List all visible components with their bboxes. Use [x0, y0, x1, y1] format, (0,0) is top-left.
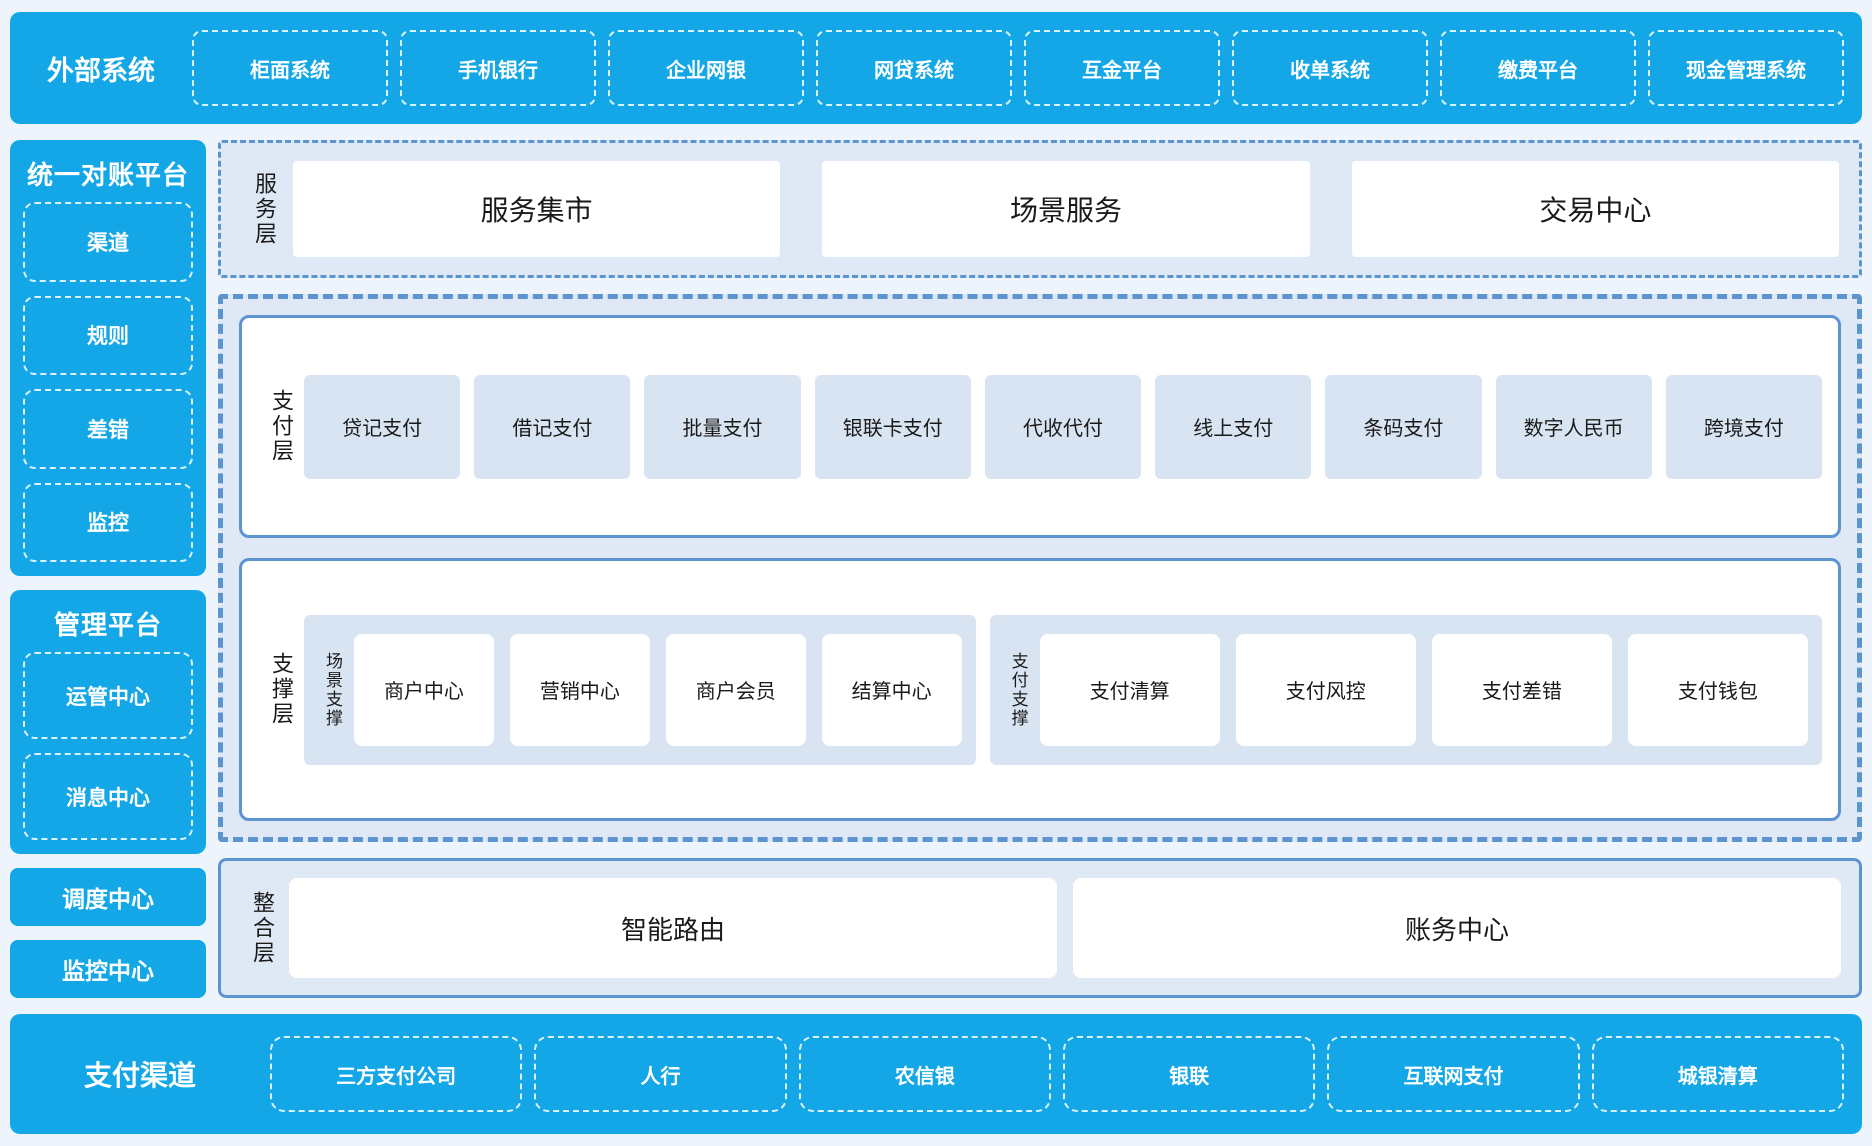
external-system-item: 柜面系统 — [192, 30, 388, 106]
management-platform-items: 运管中心 消息中心 — [23, 652, 193, 840]
payment-item: 批量支付 — [644, 375, 800, 479]
payment-layer-label: 支付层 — [258, 389, 294, 464]
payment-item: 代收代付 — [985, 375, 1141, 479]
external-system-item: 互金平台 — [1024, 30, 1220, 106]
management-platform-title: 管理平台 — [23, 594, 193, 652]
scene-support-item: 商户会员 — [666, 634, 806, 746]
payment-item: 贷记支付 — [304, 375, 460, 479]
payment-support-items: 支付清算 支付风控 支付差错 支付钱包 — [1040, 634, 1808, 746]
scene-support-items: 商户中心 营销中心 商户会员 结算中心 — [354, 634, 962, 746]
reconciliation-platform-title: 统一对账平台 — [23, 144, 193, 202]
payment-channel-item: 互联网支付 — [1327, 1036, 1579, 1112]
payment-channel-item: 人行 — [534, 1036, 786, 1112]
management-item: 运管中心 — [23, 652, 193, 739]
reconciliation-platform-box: 统一对账平台 渠道 规则 差错 监控 — [10, 140, 206, 576]
service-item: 交易中心 — [1352, 161, 1839, 257]
payment-support-item: 支付风控 — [1236, 634, 1416, 746]
payment-support-item: 支付钱包 — [1628, 634, 1808, 746]
reconciliation-item: 渠道 — [23, 202, 193, 282]
left-sidebar: 统一对账平台 渠道 规则 差错 监控 管理平台 运管中心 消息中心 调度中心 监… — [10, 140, 206, 998]
scene-support-group: 场景支撑 商户中心 营销中心 商户会员 结算中心 — [304, 615, 976, 765]
payment-item: 银联卡支付 — [815, 375, 971, 479]
external-system-item: 手机银行 — [400, 30, 596, 106]
external-system-item: 收单系统 — [1232, 30, 1428, 106]
reconciliation-item: 监控 — [23, 483, 193, 563]
external-system-item: 缴费平台 — [1440, 30, 1636, 106]
service-item: 场景服务 — [822, 161, 1309, 257]
monitor-center-box: 监控中心 — [10, 940, 206, 998]
payment-channels-items: 三方支付公司 人行 农信银 银联 互联网支付 城银清算 — [270, 1036, 1844, 1112]
payment-item: 跨境支付 — [1666, 375, 1822, 479]
support-layer-groups: 场景支撑 商户中心 营销中心 商户会员 结算中心 支付支撑 支付清算 支付风控 — [304, 615, 1822, 765]
main-content: 服务层 服务集市 场景服务 交易中心 支付层 贷记支付 借记支付 批量支付 银联… — [218, 140, 1862, 998]
payment-item: 线上支付 — [1155, 375, 1311, 479]
reconciliation-item: 差错 — [23, 389, 193, 469]
service-layer-label: 服务层 — [241, 172, 277, 247]
payment-layer: 支付层 贷记支付 借记支付 批量支付 银联卡支付 代收代付 线上支付 条码支付 … — [239, 315, 1841, 538]
scene-support-item: 结算中心 — [822, 634, 962, 746]
external-systems-title: 外部系统 — [10, 49, 192, 88]
payment-item: 条码支付 — [1325, 375, 1481, 479]
payment-channel-item: 三方支付公司 — [270, 1036, 522, 1112]
dispatch-center-box: 调度中心 — [10, 868, 206, 926]
integration-layer-items: 智能路由 账务中心 — [289, 878, 1841, 978]
support-layer-label: 支撑层 — [258, 652, 294, 727]
external-system-item: 企业网银 — [608, 30, 804, 106]
external-system-item: 网贷系统 — [816, 30, 1012, 106]
payment-support-group: 支付支撑 支付清算 支付风控 支付差错 支付钱包 — [990, 615, 1822, 765]
management-item: 消息中心 — [23, 753, 193, 840]
payment-item: 数字人民币 — [1496, 375, 1652, 479]
payment-channels-bar: 支付渠道 三方支付公司 人行 农信银 银联 互联网支付 城银清算 — [10, 1014, 1862, 1134]
payment-item: 借记支付 — [474, 375, 630, 479]
payment-channel-item: 农信银 — [799, 1036, 1051, 1112]
payment-support-item: 支付差错 — [1432, 634, 1612, 746]
integration-item: 账务中心 — [1073, 878, 1841, 978]
integration-layer-label: 整合层 — [239, 891, 275, 966]
reconciliation-platform-items: 渠道 规则 差错 监控 — [23, 202, 193, 562]
external-systems-items: 柜面系统 手机银行 企业网银 网贷系统 互金平台 收单系统 缴费平台 现金管理系… — [192, 30, 1844, 106]
external-systems-bar: 外部系统 柜面系统 手机银行 企业网银 网贷系统 互金平台 收单系统 缴费平台 … — [10, 12, 1862, 124]
scene-support-item: 营销中心 — [510, 634, 650, 746]
core-layers-container: 支付层 贷记支付 借记支付 批量支付 银联卡支付 代收代付 线上支付 条码支付 … — [218, 294, 1862, 842]
scene-support-item: 商户中心 — [354, 634, 494, 746]
payment-channels-title: 支付渠道 — [10, 1054, 270, 1094]
support-layer: 支撑层 场景支撑 商户中心 营销中心 商户会员 结算中心 支付支撑 — [239, 558, 1841, 821]
integration-layer: 整合层 智能路由 账务中心 — [218, 858, 1862, 998]
external-system-item: 现金管理系统 — [1648, 30, 1844, 106]
scene-support-label: 场景支撑 — [318, 652, 342, 728]
integration-item: 智能路由 — [289, 878, 1057, 978]
reconciliation-item: 规则 — [23, 296, 193, 376]
service-layer: 服务层 服务集市 场景服务 交易中心 — [218, 140, 1862, 278]
payment-support-label: 支付支撑 — [1004, 652, 1028, 728]
service-layer-items: 服务集市 场景服务 交易中心 — [293, 161, 1839, 257]
payment-channel-item: 银联 — [1063, 1036, 1315, 1112]
management-platform-box: 管理平台 运管中心 消息中心 — [10, 590, 206, 854]
payment-support-item: 支付清算 — [1040, 634, 1220, 746]
payment-channel-item: 城银清算 — [1592, 1036, 1844, 1112]
service-item: 服务集市 — [293, 161, 780, 257]
payment-layer-items: 贷记支付 借记支付 批量支付 银联卡支付 代收代付 线上支付 条码支付 数字人民… — [304, 375, 1822, 479]
